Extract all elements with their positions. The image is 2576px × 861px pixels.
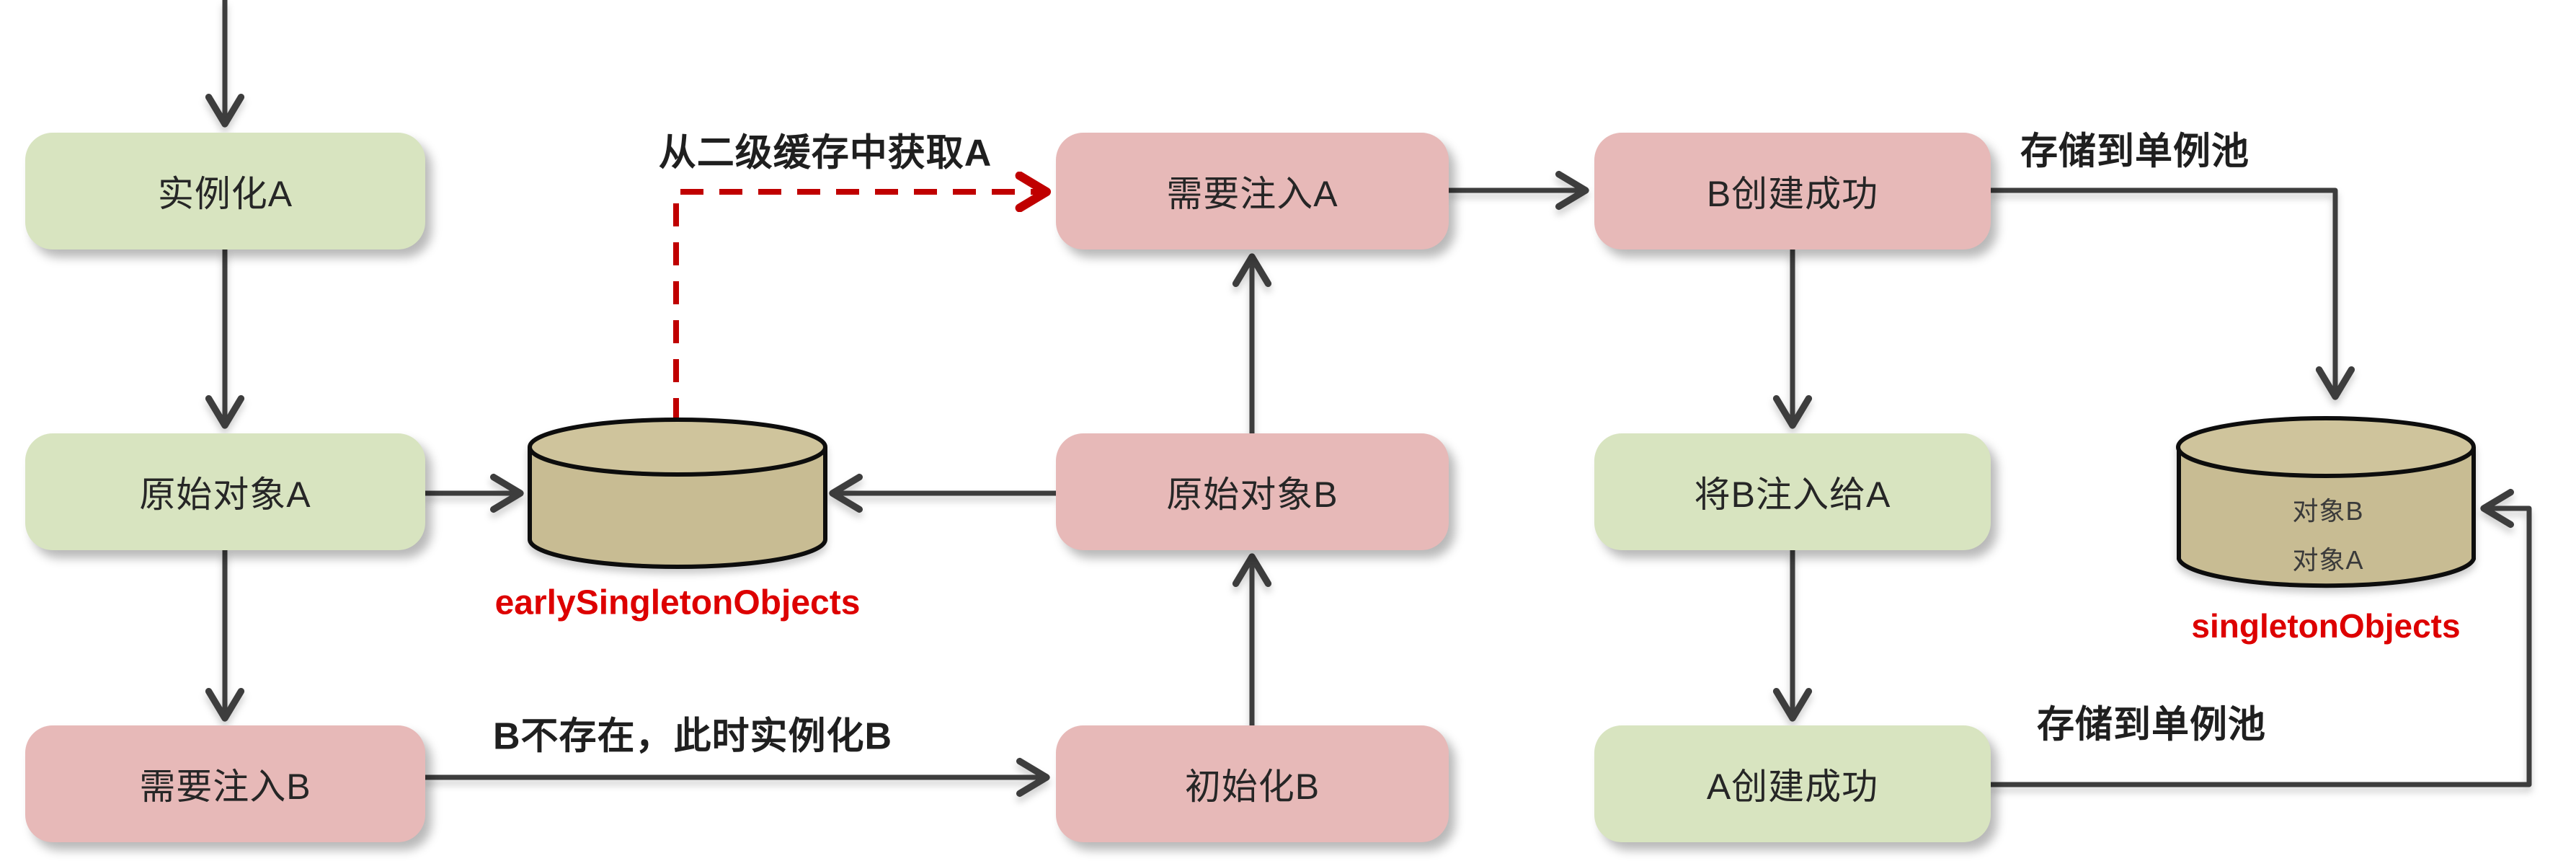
node-need-inject-a: 需要注入A: [1056, 133, 1449, 250]
node-b-created: B创建成功: [1594, 133, 1991, 250]
label-b-missing-instantiate-b: B不存在，此时实例化B: [492, 715, 893, 758]
node-need-inject-b: 需要注入B: [25, 725, 425, 842]
singleton-cylinder: [2176, 416, 2476, 588]
label-store-to-pool-bottom: 存储到单例池: [2036, 704, 2267, 746]
singleton-item-object-b: 对象B: [2292, 496, 2364, 526]
node-b-created-label: B创建成功: [1706, 174, 1879, 214]
node-inject-b-into-a-label: 将B注入给A: [1694, 474, 1891, 515]
node-a-created: A创建成功: [1594, 725, 1991, 842]
node-raw-object-b: 原始对象B: [1056, 433, 1449, 550]
node-inject-b-into-a: 将B注入给A: [1594, 433, 1991, 550]
node-need-inject-b-label: 需要注入B: [139, 767, 311, 807]
label-get-a-from-l2-cache: 从二级缓存中获取A: [658, 132, 992, 175]
early-singleton-caption: earlySingletonObjects: [494, 583, 861, 622]
node-instantiate-a-label: 实例化A: [157, 174, 293, 214]
edge-b-created-store-to-pool: [1991, 187, 2355, 400]
node-init-b: 初始化B: [1056, 725, 1449, 842]
node-raw-object-a: 原始对象A: [25, 433, 425, 550]
early-singleton-cylinder: [528, 418, 827, 569]
node-instantiate-a: 实例化A: [25, 133, 425, 250]
label-store-to-pool-top: 存储到单例池: [2020, 131, 2250, 173]
node-raw-object-a-label: 原始对象A: [139, 474, 311, 515]
node-need-inject-a-label: 需要注入A: [1166, 174, 1338, 214]
node-a-created-label: A创建成功: [1706, 767, 1879, 807]
edge-get-a-from-l2-cache: [673, 192, 1047, 421]
node-init-b-label: 初始化B: [1184, 767, 1320, 807]
node-raw-object-b-label: 原始对象B: [1166, 474, 1338, 515]
singleton-caption: singletonObjects: [2191, 607, 2461, 645]
singleton-item-object-a: 对象A: [2292, 545, 2364, 575]
edge-a-created-store-to-pool: [1991, 488, 2532, 787]
